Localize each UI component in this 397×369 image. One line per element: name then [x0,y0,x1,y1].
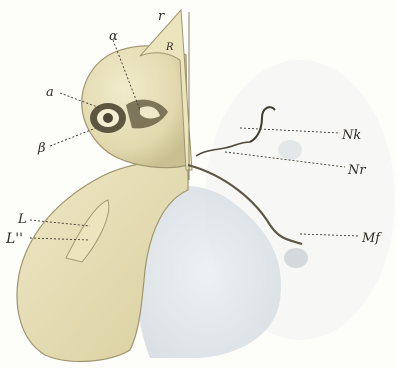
label-l: L [17,212,27,227]
label-nk: Nk [341,128,361,143]
label-mf: Mf [361,231,382,246]
label-a: a [46,85,54,100]
label-l-double: L'' [5,231,23,247]
label-beta: β [37,141,46,156]
label-R: R [165,42,174,53]
label-alpha: α [109,29,118,44]
label-r: r [158,9,165,24]
label-nr: Nr [347,163,366,178]
